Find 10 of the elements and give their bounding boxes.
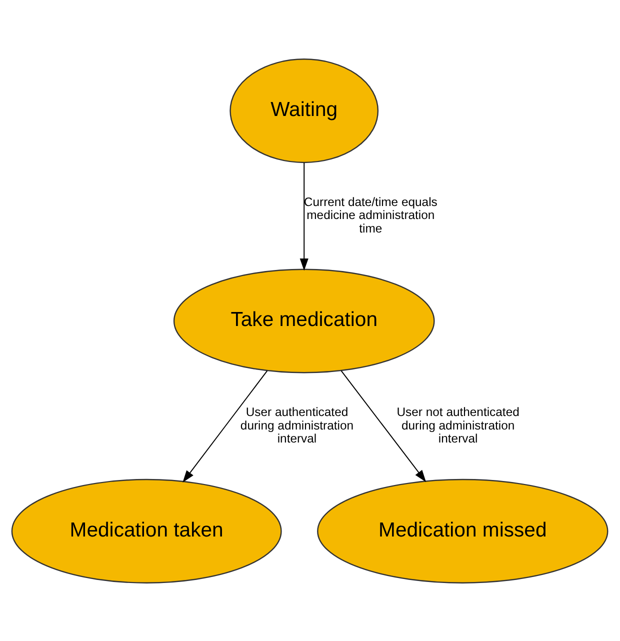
- arrow: [182, 370, 268, 482]
- node-ellipse: Medication missed: [317, 478, 608, 583]
- node-ellipse: Waiting: [230, 58, 379, 163]
- edge-label: User not authenticated during administration interval: [396, 404, 520, 445]
- node-ellipse: Medication taken: [11, 478, 282, 583]
- node-ellipse: Take medication: [173, 268, 435, 373]
- edge-label: User authenticated during administration interval: [240, 404, 354, 445]
- edge-label: Current date/time equals medicine administration time: [304, 194, 438, 235]
- arrow: [340, 370, 426, 482]
- arrow: [300, 162, 308, 270]
